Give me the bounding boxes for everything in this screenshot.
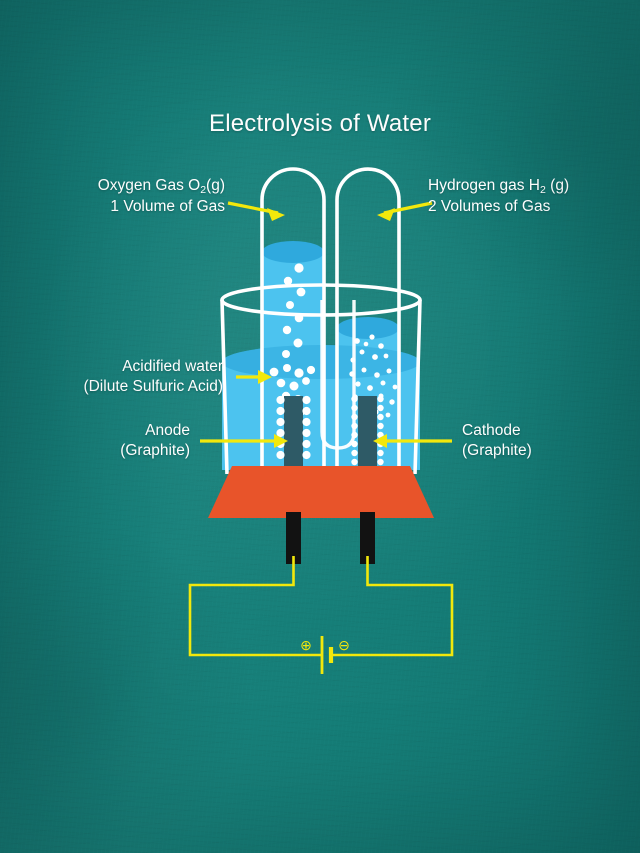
label-cathode-line1: Cathode [462, 422, 521, 439]
label-anode-line2: (Graphite) [120, 442, 190, 459]
anode-lead [286, 512, 301, 564]
right-tube-glass [335, 167, 401, 472]
electrolyte-arrow-head [258, 370, 272, 384]
label-oxygen-line1-post: (g) [206, 177, 225, 194]
label-cathode: Cathode (Graphite) [462, 421, 622, 461]
label-anode-line1: Anode [145, 422, 190, 439]
battery-positive-symbol: ⊕ [300, 637, 312, 653]
anode-arrow-head [274, 434, 288, 448]
label-hydrogen-subscript: 2 [540, 184, 546, 196]
heating-base [208, 466, 434, 518]
left-tube-glass [260, 167, 326, 472]
label-hydrogen-line1-pre: Hydrogen gas H [428, 177, 541, 194]
label-anode: Anode (Graphite) [40, 421, 190, 461]
label-electrolyte-line2: (Dilute Sulfuric Acid) [83, 378, 223, 395]
page-title: Electrolysis of Water [208, 110, 432, 137]
cathode-lead [360, 512, 375, 564]
battery-symbol [299, 636, 352, 674]
label-hydrogen-line2: 2 Volumes of Gas [428, 198, 551, 215]
label-cathode-line2: (Graphite) [462, 442, 532, 459]
label-oxygen-line1: Oxygen Gas O2(g) [40, 176, 225, 197]
hydrogen-bubbles [350, 334, 389, 363]
label-electrolyte-line1: Acidified water [122, 358, 223, 375]
label-oxygen: Oxygen Gas O2(g) 1 Volume of Gas [40, 176, 225, 217]
circuit-wires [188, 556, 454, 657]
oxygen-arrow-head [267, 208, 285, 221]
battery-negative-symbol: ⊖ [338, 637, 350, 653]
cathode-electrode [351, 395, 384, 474]
label-electrolyte: Acidified water (Dilute Sulfuric Acid) [28, 357, 223, 397]
beaker-glass [220, 283, 422, 475]
hydrogen-arrow-head [377, 208, 395, 221]
label-hydrogen: Hydrogen gas H2 (g) 2 Volumes of Gas [428, 176, 628, 217]
label-oxygen-line2: 1 Volume of Gas [110, 198, 225, 215]
label-oxygen-line1-pre: Oxygen Gas O [97, 177, 201, 194]
label-hydrogen-line1: Hydrogen gas H2 (g) [428, 176, 628, 197]
label-hydrogen-line1-post: (g) [545, 177, 570, 194]
cathode-arrow-head [373, 434, 387, 448]
oxygen-bubbles [282, 263, 306, 358]
label-oxygen-subscript: 2 [200, 184, 207, 196]
